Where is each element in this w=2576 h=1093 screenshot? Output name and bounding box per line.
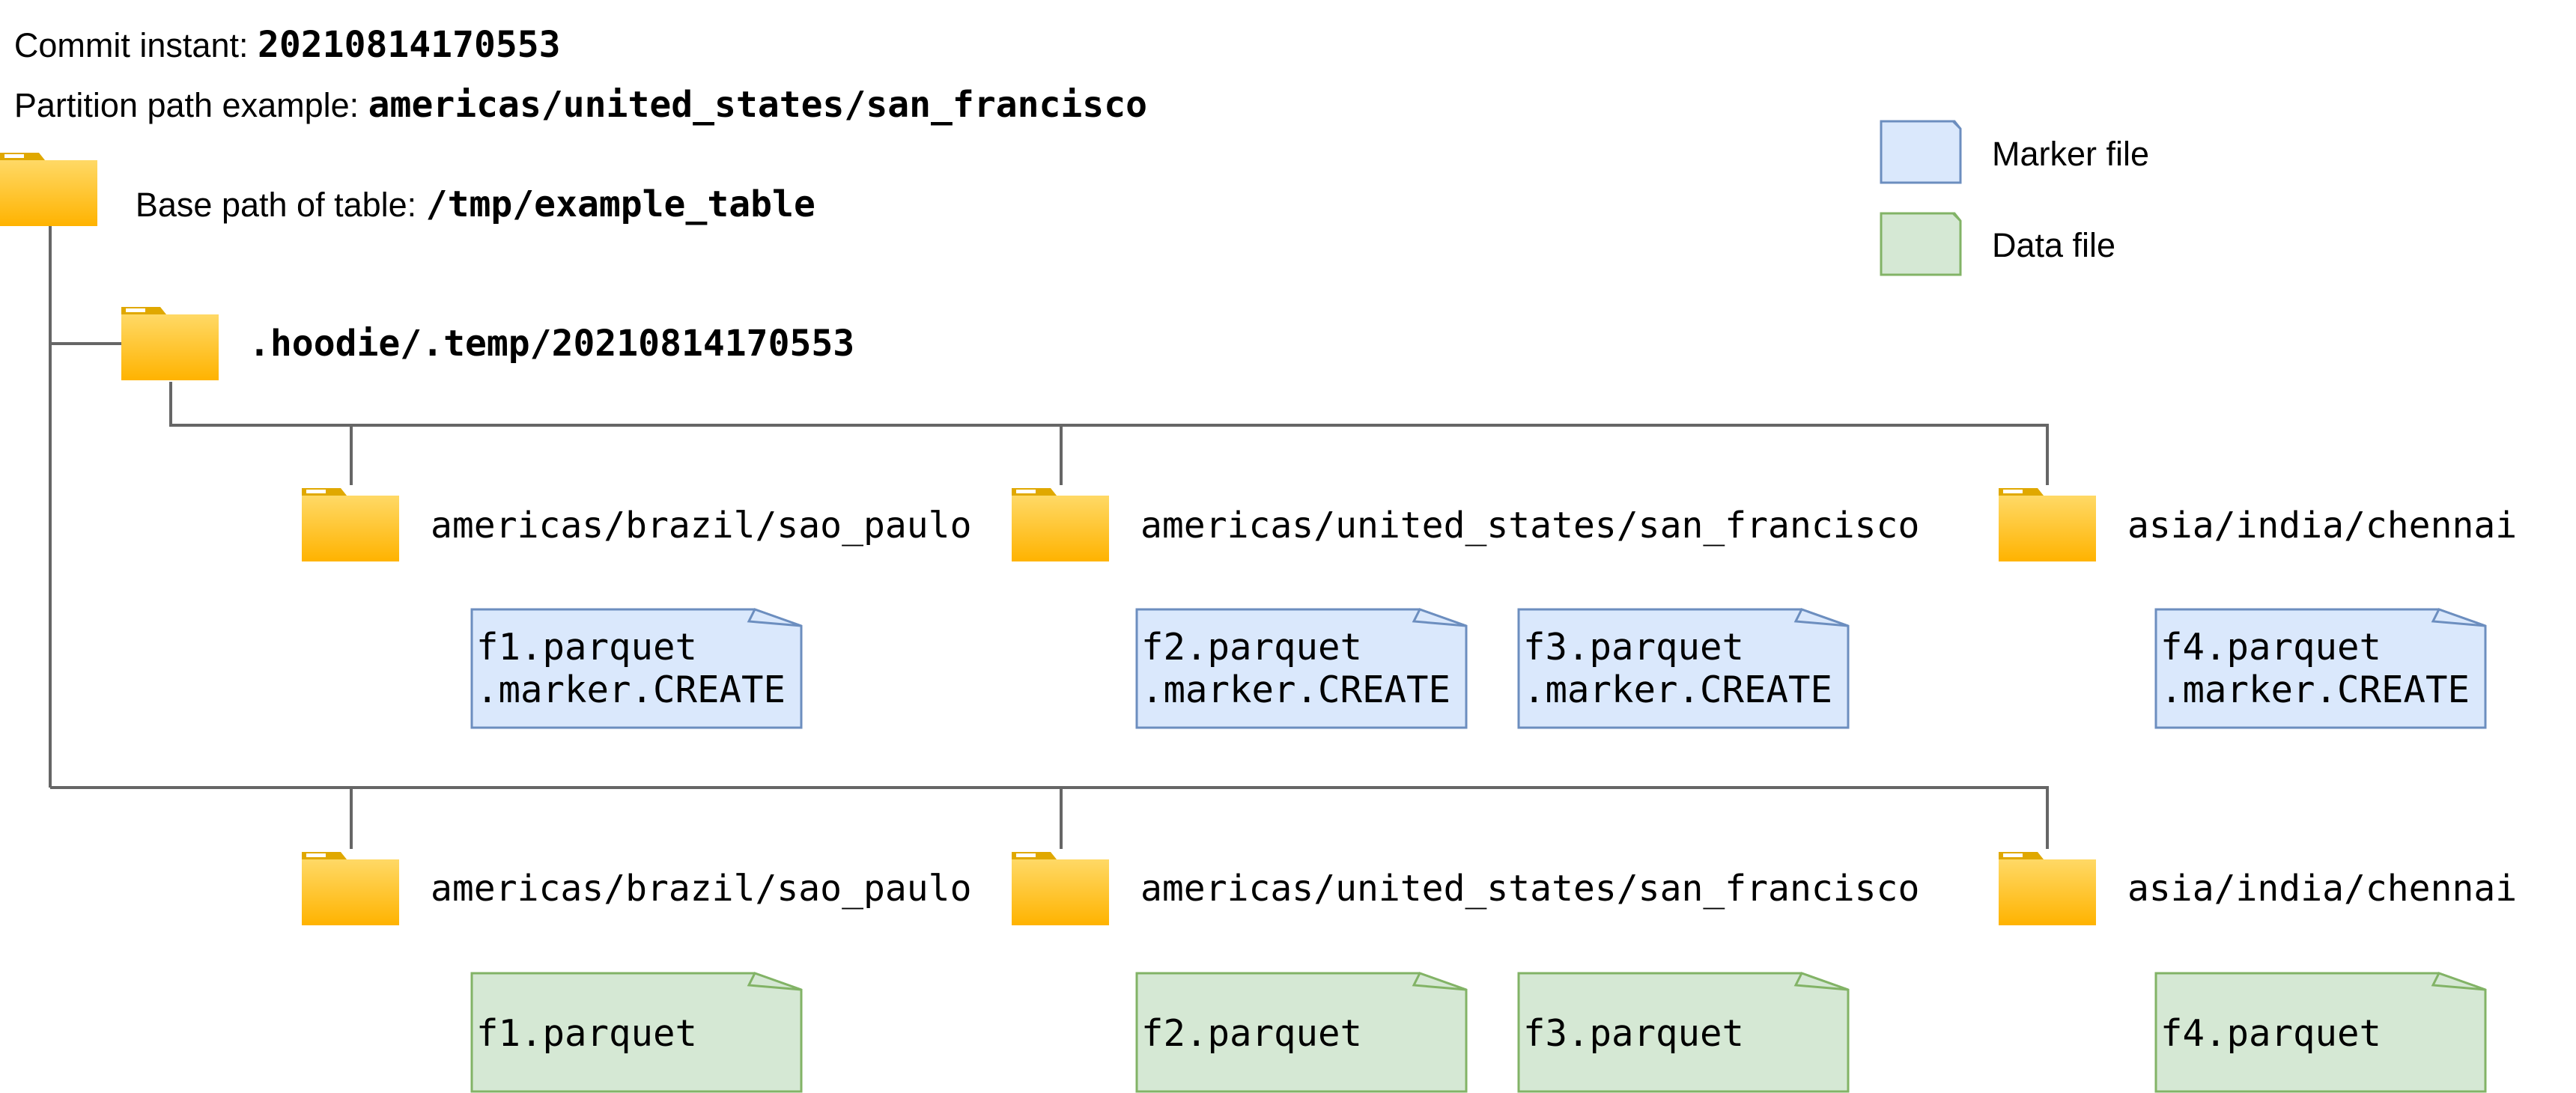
data-file-name: f3.parquet	[1523, 1012, 1745, 1055]
data-file-name: f4.parquet	[2160, 1012, 2382, 1055]
partition-path-line: Partition path example: americas/united_…	[7, 75, 1147, 123]
data-file: f4.parquet	[2154, 972, 2488, 1093]
data-partition-label: americas/brazil/sao_paulo	[431, 868, 972, 910]
folder-icon	[1999, 849, 2096, 925]
temp-partition-label: americas/brazil/sao_paulo	[431, 505, 972, 546]
base-path-line: Base path of table: /tmp/example_table	[129, 174, 815, 222]
marker-file-suffix: .marker.CREATE	[476, 669, 786, 711]
marker-file-name: f2.parquet	[1141, 626, 1363, 669]
marker-file-suffix: .marker.CREATE	[2160, 669, 2470, 711]
marker-file: f3.parquet .marker.CREATE	[1517, 608, 1850, 729]
data-file: f1.parquet	[470, 972, 804, 1093]
folder-icon	[1012, 849, 1109, 925]
folder-icon	[1012, 485, 1109, 561]
marker-file-icon	[1135, 608, 1468, 729]
folder-icon	[121, 304, 219, 380]
base-path-label: Base path of table:	[135, 186, 426, 224]
partition-path-value: americas/united_states/san_francisco	[368, 84, 1147, 126]
data-file-icon	[1135, 972, 1468, 1093]
data-file-icon	[1517, 972, 1850, 1093]
data-file-name: f1.parquet	[476, 1012, 698, 1055]
temp-partition-label: americas/united_states/san_francisco	[1140, 505, 1920, 546]
data-file-icon	[2154, 972, 2487, 1093]
base-path-value: /tmp/example_table	[425, 183, 815, 225]
commit-instant-label: Commit instant:	[13, 26, 258, 64]
data-partition-label: americas/united_states/san_francisco	[1140, 868, 1920, 910]
marker-file-suffix: .marker.CREATE	[1523, 669, 1833, 711]
marker-file-name: f1.parquet	[476, 626, 698, 669]
marker-file: f1.parquet .marker.CREATE	[470, 608, 804, 729]
marker-file-icon	[1517, 608, 1850, 729]
marker-file-icon	[2154, 608, 2487, 729]
folder-icon	[1999, 485, 2096, 561]
data-file-name: f2.parquet	[1141, 1012, 1363, 1055]
temp-partition-label: asia/india/chennai	[2127, 505, 2518, 546]
marker-file: f2.parquet .marker.CREATE	[1135, 608, 1468, 729]
temp-dir-label: .hoodie/.temp/20210814170553	[249, 323, 855, 365]
folder-icon	[0, 150, 97, 226]
marker-file-name: f3.parquet	[1523, 626, 1745, 669]
legend-data-label: Data file	[1992, 226, 2116, 264]
legend-marker-label: Marker file	[1992, 135, 2150, 173]
commit-instant-line: Commit instant: 20210814170553	[7, 15, 561, 63]
marker-file-icon	[470, 608, 803, 729]
data-file: f3.parquet	[1517, 972, 1850, 1093]
data-file-icon	[1880, 212, 1962, 276]
marker-file: f4.parquet .marker.CREATE	[2154, 608, 2488, 729]
data-file-icon	[470, 972, 803, 1093]
folder-icon	[302, 849, 399, 925]
partition-path-label: Partition path example:	[13, 86, 368, 124]
data-partition-label: asia/india/chennai	[2127, 868, 2518, 910]
folder-icon	[302, 485, 399, 561]
marker-file-name: f4.parquet	[2160, 626, 2382, 669]
data-file: f2.parquet	[1135, 972, 1468, 1093]
marker-file-suffix: .marker.CREATE	[1141, 669, 1451, 711]
commit-instant-value: 20210814170553	[257, 24, 561, 66]
marker-file-icon	[1880, 120, 1962, 184]
